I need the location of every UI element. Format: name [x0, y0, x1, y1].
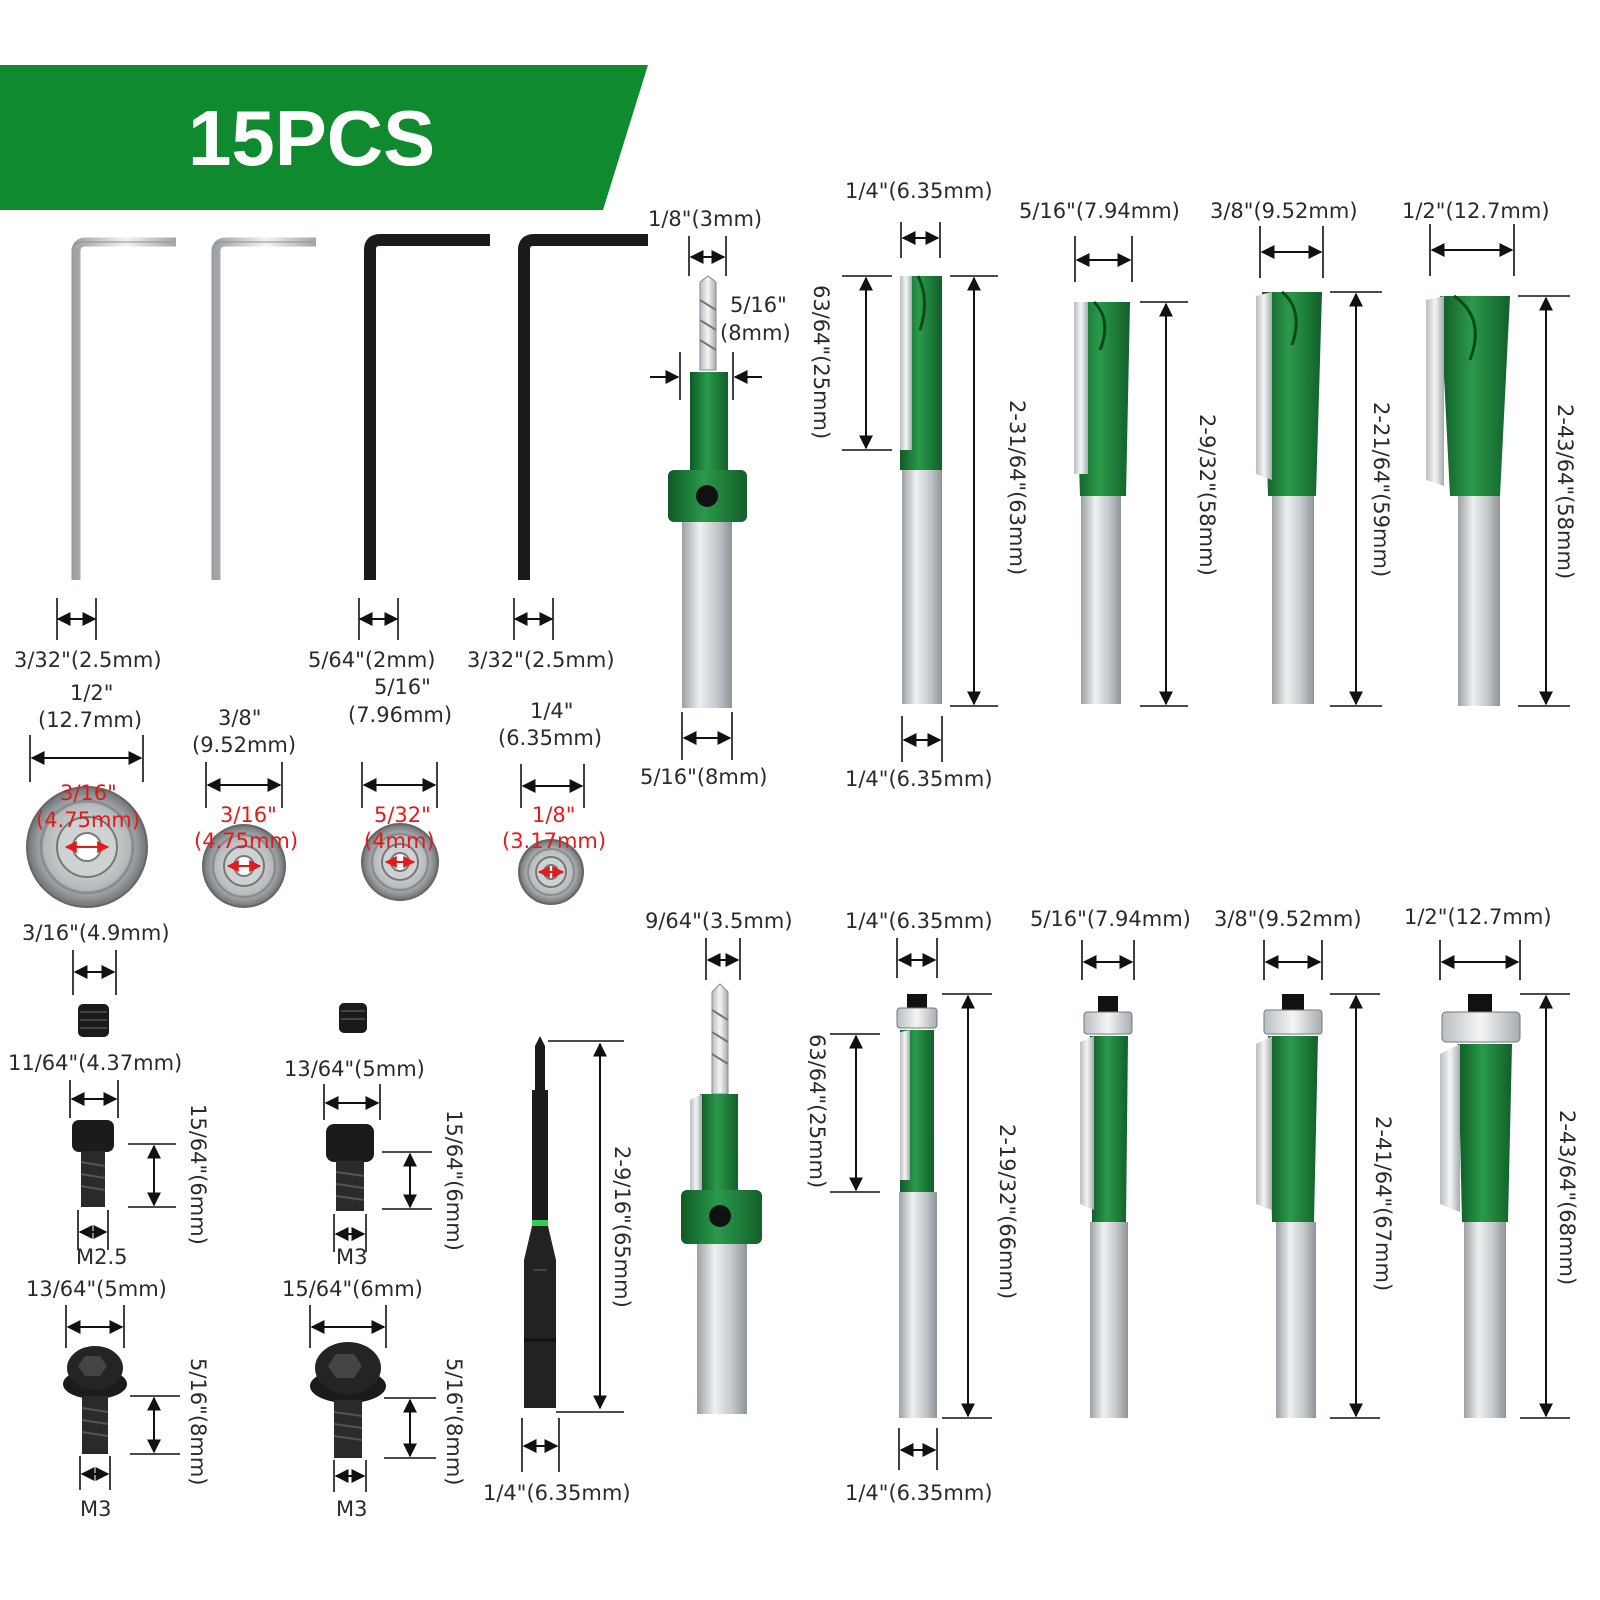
straight-bit-2-length: 2-9/32"(58mm): [1195, 414, 1219, 576]
straight-bit-3-width: 3/8"(9.52mm): [1210, 199, 1358, 223]
countersink-1-collar-top: 5/16": [730, 293, 787, 317]
bearing-1-od-top: 1/2": [70, 681, 113, 705]
cap-screws: 11/64"(4.37mm) 15/64"(6mm) M2.5 13/64"(5…: [8, 1051, 466, 1521]
hex-key-4: [518, 234, 648, 580]
hex-key-4-label: 3/32"(2.5mm): [467, 648, 615, 672]
straight-bit-4: 1/2"(12.7mm) 2-43/64"(58mm): [1402, 199, 1577, 707]
bearing-3-id-top: 5/32": [374, 803, 431, 827]
straight-bit-1-cut: 63/64"(25mm): [809, 285, 833, 439]
cap-screw-2: 13/64"(5mm) 15/64"(6mm) M3: [284, 1057, 466, 1269]
bearing-3-id-bottom: (4mm): [364, 829, 435, 853]
hex-key-1-label: 3/32"(2.5mm): [14, 648, 162, 672]
straight-bits: 1/4"(6.35mm) 63/64"(25mm) 2-31/64"(63mm)…: [809, 179, 1577, 791]
straight-bit-1-width: 1/4"(6.35mm): [845, 179, 993, 203]
bearing-4-id-top: 1/8": [532, 803, 575, 827]
cap-screw-1-length: 15/64"(6mm): [186, 1104, 210, 1245]
countersink-bit-2: 9/64"(3.5mm): [645, 909, 793, 1414]
cap-screw-4: 15/64"(6mm) 5/16"(8mm) M3: [282, 1277, 466, 1521]
bearing-2-id-bottom: (4.75mm): [194, 829, 298, 853]
straight-bit-1: 1/4"(6.35mm) 63/64"(25mm) 2-31/64"(63mm)…: [809, 179, 1029, 791]
set-screws: 3/16"(4.9mm): [22, 921, 367, 1037]
bearing-4: 1/4" (6.35mm) 1/8" (3.17mm): [498, 699, 606, 905]
flush-trim-bits: 1/4"(6.35mm) 63/64"(25mm) 2-19/32"(66mm)…: [805, 905, 1579, 1505]
flush-trim-bit-1-length: 2-19/32"(66mm): [995, 1124, 1019, 1299]
straight-bit-1-shank: 1/4"(6.35mm): [845, 767, 993, 791]
bearing-2-od-bottom: (9.52mm): [192, 733, 296, 757]
countersink-2-drill: 9/64"(3.5mm): [645, 909, 793, 933]
countersink-1-shank: 5/16"(8mm): [640, 765, 767, 789]
cap-screw-3: 13/64"(5mm) 5/16"(8mm) M3: [26, 1277, 210, 1521]
screwdriver-bit: 2-9/16"(65mm) 1/4"(6.35mm): [483, 1036, 634, 1505]
flush-trim-bit-1-cut: 63/64"(25mm): [805, 1034, 829, 1188]
hex-keys: 3/32"(2.5mm) 5/64"(2mm) 3/32"(2.5mm): [14, 234, 648, 672]
bearing-1-od-bottom: (12.7mm): [38, 708, 142, 732]
bearing-1-id-top: 3/16": [60, 781, 117, 805]
flush-trim-bit-1-width: 1/4"(6.35mm): [845, 909, 993, 933]
straight-bit-4-length: 2-43/64"(58mm): [1553, 404, 1577, 579]
flush-trim-bit-1: 1/4"(6.35mm) 63/64"(25mm) 2-19/32"(66mm)…: [805, 909, 1019, 1505]
banner-background: [0, 65, 618, 210]
countersink-bit-1: 1/8"(3mm) 5/16" (8mm) 5/16"(8mm): [640, 207, 791, 789]
straight-bit-2: 5/16"(7.94mm) 2-9/32"(58mm): [1019, 199, 1219, 707]
countersink-1-collar-bottom: (8mm): [720, 321, 791, 345]
straight-bit-2-width: 5/16"(7.94mm): [1019, 199, 1180, 223]
bearing-4-od-bottom: (6.35mm): [498, 726, 602, 750]
flush-trim-bit-4: 1/2"(12.7mm) 2-43/64"(68mm): [1404, 905, 1579, 1419]
bearing-2-id-top: 3/16": [220, 803, 277, 827]
screwdriver-bit-shank: 1/4"(6.35mm): [483, 1481, 631, 1505]
banner-title: 15PCS: [188, 94, 435, 182]
cap-screw-2-thread: M3: [336, 1245, 367, 1269]
bearing-3-od-bottom: (7.96mm): [348, 703, 452, 727]
cap-screw-1: 11/64"(4.37mm) 15/64"(6mm) M2.5: [8, 1051, 210, 1269]
cap-screw-3-length: 5/16"(8mm): [186, 1358, 210, 1485]
flush-trim-bit-3: 3/8"(9.52mm) 2-41/64"(67mm): [1214, 907, 1395, 1419]
cap-screw-3-head: 13/64"(5mm): [26, 1277, 167, 1301]
cap-screw-3-thread: M3: [80, 1497, 111, 1521]
flush-trim-bit-3-length: 2-41/64"(67mm): [1371, 1116, 1395, 1291]
hex-key-2: [211, 237, 316, 580]
bearing-2: 3/8" (9.52mm) 3/16" (4.75mm): [192, 706, 298, 908]
cap-screw-1-head: 11/64"(4.37mm): [8, 1051, 182, 1075]
flush-trim-bit-4-width: 1/2"(12.7mm): [1404, 905, 1552, 929]
straight-bit-3-length: 2-21/64"(59mm): [1369, 402, 1393, 577]
cap-screw-1-thread: M2.5: [76, 1245, 128, 1269]
flush-trim-bit-2: 5/16"(7.94mm): [1030, 907, 1191, 1418]
set-screw-width-label: 3/16"(4.9mm): [22, 921, 170, 945]
bearings: 1/2" (12.7mm) 3/16" (4.75mm) 3/8" (9.52m…: [26, 675, 606, 908]
hex-key-3: [364, 234, 490, 580]
cap-screw-4-head: 15/64"(6mm): [282, 1277, 423, 1301]
banner-stripe: [560, 65, 648, 210]
screwdriver-bit-length: 2-9/16"(65mm): [610, 1146, 634, 1308]
flush-trim-bit-3-width: 3/8"(9.52mm): [1214, 907, 1362, 931]
bearing-3-od-top: 5/16": [374, 675, 431, 699]
cap-screw-2-length: 15/64"(6mm): [442, 1110, 466, 1251]
flush-trim-bit-2-width: 5/16"(7.94mm): [1030, 907, 1191, 931]
cap-screw-4-length: 5/16"(8mm): [442, 1358, 466, 1485]
flush-trim-bit-4-length: 2-43/64"(68mm): [1555, 1110, 1579, 1285]
straight-bit-4-width: 1/2"(12.7mm): [1402, 199, 1550, 223]
bearing-4-id-bottom: (3.17mm): [502, 829, 606, 853]
hex-key-1: [71, 237, 176, 580]
cap-screw-2-head: 13/64"(5mm): [284, 1057, 425, 1081]
bearing-2-od-top: 3/8": [218, 706, 261, 730]
flush-trim-bit-1-shank: 1/4"(6.35mm): [845, 1481, 993, 1505]
banner: 15PCS: [0, 65, 648, 210]
cap-screw-4-thread: M3: [336, 1497, 367, 1521]
bearing-1: 1/2" (12.7mm) 3/16" (4.75mm): [26, 681, 148, 908]
bearing-3: 5/16" (7.96mm) 5/32" (4mm): [348, 675, 452, 901]
hex-key-3-label: 5/64"(2mm): [308, 648, 435, 672]
bearing-1-id-bottom: (4.75mm): [36, 808, 140, 832]
straight-bit-1-length: 2-31/64"(63mm): [1005, 400, 1029, 575]
countersink-1-drill: 1/8"(3mm): [648, 207, 762, 231]
straight-bit-3: 3/8"(9.52mm) 2-21/64"(59mm): [1210, 199, 1393, 707]
bearing-4-od-top: 1/4": [530, 699, 573, 723]
